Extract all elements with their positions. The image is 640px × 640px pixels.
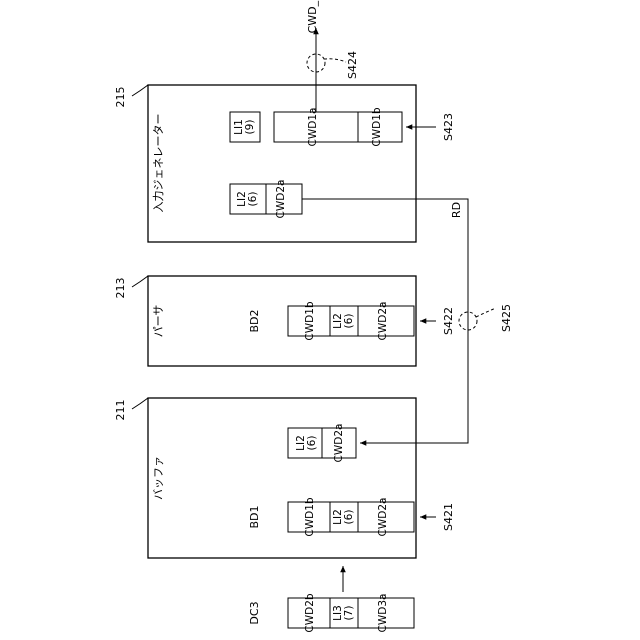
buffer-single-cell-2: CWD2a bbox=[333, 424, 345, 463]
parser-title: パーサ bbox=[152, 305, 165, 338]
generator-li2-text: LI2(6) bbox=[236, 191, 259, 207]
buffer-single-cell-1: LI2(6) bbox=[295, 435, 318, 451]
bd1-label: BD1 bbox=[248, 505, 261, 528]
generator-cwd1b: CWD1b bbox=[371, 107, 383, 146]
buffer-block: 211 バッファ bbox=[114, 398, 416, 558]
s425-label: S425 bbox=[500, 304, 513, 332]
dc3-label: DC3 bbox=[248, 601, 261, 624]
parser-block: 213 パーサ bbox=[114, 276, 416, 366]
generator-row2-packet: LI2(6) CWD2a bbox=[230, 180, 302, 219]
dc3-cell-3: CWD3a bbox=[377, 594, 389, 633]
bd2-cell-3: CWD2a bbox=[377, 302, 389, 341]
bd1-cell-1: CWD1b bbox=[304, 497, 316, 536]
generator-cwd1a: CWD1a bbox=[307, 108, 319, 147]
dc3-packet: CWD2b LI3(7) CWD3a DC3 bbox=[248, 593, 414, 632]
dc3-cell-1: CWD2b bbox=[304, 593, 316, 632]
bd1-packet: CWD1b LI2(6) CWD2a BD1 bbox=[248, 497, 414, 536]
s424-label: S424 bbox=[346, 51, 359, 79]
generator-cwd2a: CWD2a bbox=[275, 180, 287, 219]
buffer-title: バッファ bbox=[152, 456, 165, 500]
s425-leader bbox=[476, 308, 496, 317]
buffer-single-packet: LI2(6) CWD2a bbox=[288, 424, 356, 463]
bd2-cell-2: LI2(6) bbox=[332, 313, 355, 329]
bd2-label: BD2 bbox=[248, 309, 261, 332]
bd1-cell-3: CWD2a bbox=[377, 498, 389, 537]
cwd-f-label: CWD_F bbox=[306, 0, 319, 33]
generator-ref-label: 215 bbox=[114, 87, 127, 108]
s424-leader bbox=[324, 59, 346, 62]
bd2-cell-1: CWD1b bbox=[304, 301, 316, 340]
s423-label: S423 bbox=[442, 113, 455, 141]
generator-li1-cell: LI1(9) bbox=[230, 112, 260, 142]
generator-li1-text: LI1(9) bbox=[233, 119, 256, 135]
buffer-ref-label: 211 bbox=[114, 400, 127, 421]
parser-ref-label: 213 bbox=[114, 278, 127, 299]
bd2-packet: CWD1b LI2(6) CWD2a BD2 bbox=[248, 301, 414, 340]
rd-label: RD bbox=[450, 202, 463, 218]
dc3-cell-2: LI3(7) bbox=[332, 605, 355, 621]
bd1-cell-2: LI2(6) bbox=[332, 509, 355, 525]
generator-title: 入力ジェネレーター bbox=[152, 114, 165, 213]
generator-row1-packet: CWD1a CWD1b bbox=[274, 107, 402, 146]
s421-label: S421 bbox=[442, 503, 455, 531]
s422-label: S422 bbox=[442, 307, 455, 335]
